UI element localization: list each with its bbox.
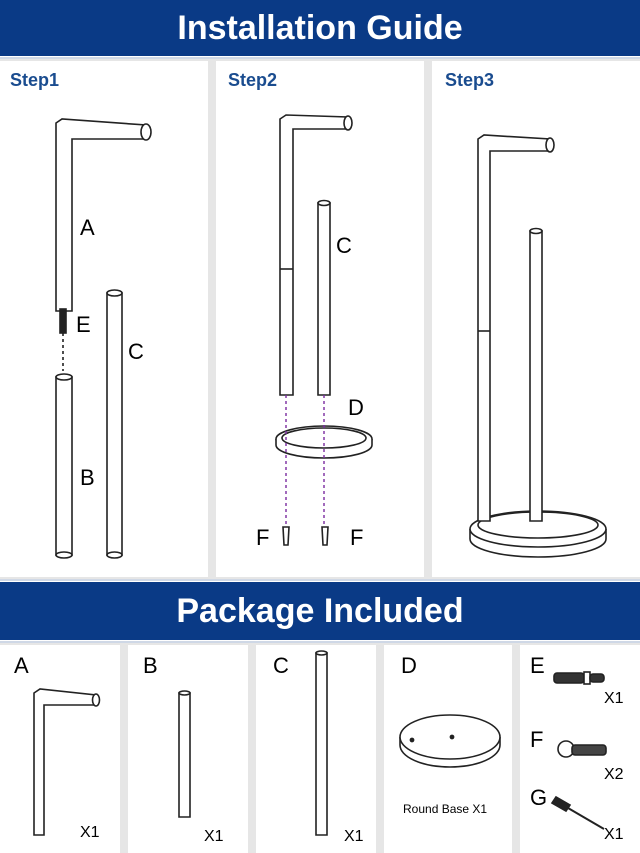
package-part-g — [550, 795, 605, 830]
step1-label-e: E — [76, 312, 91, 337]
package-part-a — [33, 688, 97, 836]
step3-diagram — [469, 134, 607, 558]
step1-label-b: B — [80, 465, 95, 490]
step2-rod-a — [279, 114, 349, 396]
package-diagram: A X1 B X1 C X1 D Round Base X1 E X1 F X2… — [14, 650, 624, 845]
package-qty-g: X1 — [604, 826, 624, 843]
package-part-e — [553, 671, 605, 685]
step2-label-f1: F — [256, 525, 269, 550]
step2-rod-c — [317, 202, 331, 396]
step1-label-a: A — [80, 215, 95, 240]
package-part-b — [178, 692, 191, 818]
package-letter-b: B — [143, 653, 158, 678]
step2-label-d: D — [348, 395, 364, 420]
step3-rod-a — [477, 134, 551, 522]
step2-label-f2: F — [350, 525, 363, 550]
package-letter-g: G — [530, 785, 547, 810]
part-c-drawing — [106, 292, 123, 556]
package-part-f — [557, 740, 607, 758]
step3-rod-c — [529, 230, 543, 522]
step2-diagram: C D F F — [256, 114, 373, 550]
package-letter-e: E — [530, 653, 545, 678]
package-panel-a — [0, 645, 120, 853]
package-qty-f: X2 — [604, 766, 624, 783]
step3-label: Step3 — [445, 70, 495, 90]
package-qty-a: X1 — [80, 824, 100, 841]
step1-panel — [0, 61, 208, 577]
package-qty-b: X1 — [204, 828, 224, 845]
step2-label: Step2 — [228, 70, 278, 90]
step2-screw-f1 — [282, 526, 290, 546]
package-included-banner: Package Included — [0, 579, 640, 643]
part-a-drawing — [55, 118, 147, 312]
package-letter-a: A — [14, 653, 29, 678]
part-a-cap — [140, 123, 152, 141]
part-b-drawing — [55, 376, 73, 556]
step1-label-c: C — [128, 339, 144, 364]
part-e-screw — [59, 308, 67, 334]
package-caption-d: Round Base X1 — [403, 802, 487, 816]
package-qty-c: X1 — [344, 828, 364, 845]
step1-diagram: A E C B — [55, 118, 152, 559]
package-letter-c: C — [273, 653, 289, 678]
package-letter-f: F — [530, 727, 543, 752]
package-part-c — [315, 652, 328, 836]
installation-guide-banner: Installation Guide — [0, 0, 640, 59]
package-qty-e: X1 — [604, 690, 624, 707]
step1-label: Step1 — [10, 70, 60, 90]
step2-screw-f2 — [321, 526, 329, 546]
step2-label-c: C — [336, 233, 352, 258]
package-letter-d: D — [401, 653, 417, 678]
